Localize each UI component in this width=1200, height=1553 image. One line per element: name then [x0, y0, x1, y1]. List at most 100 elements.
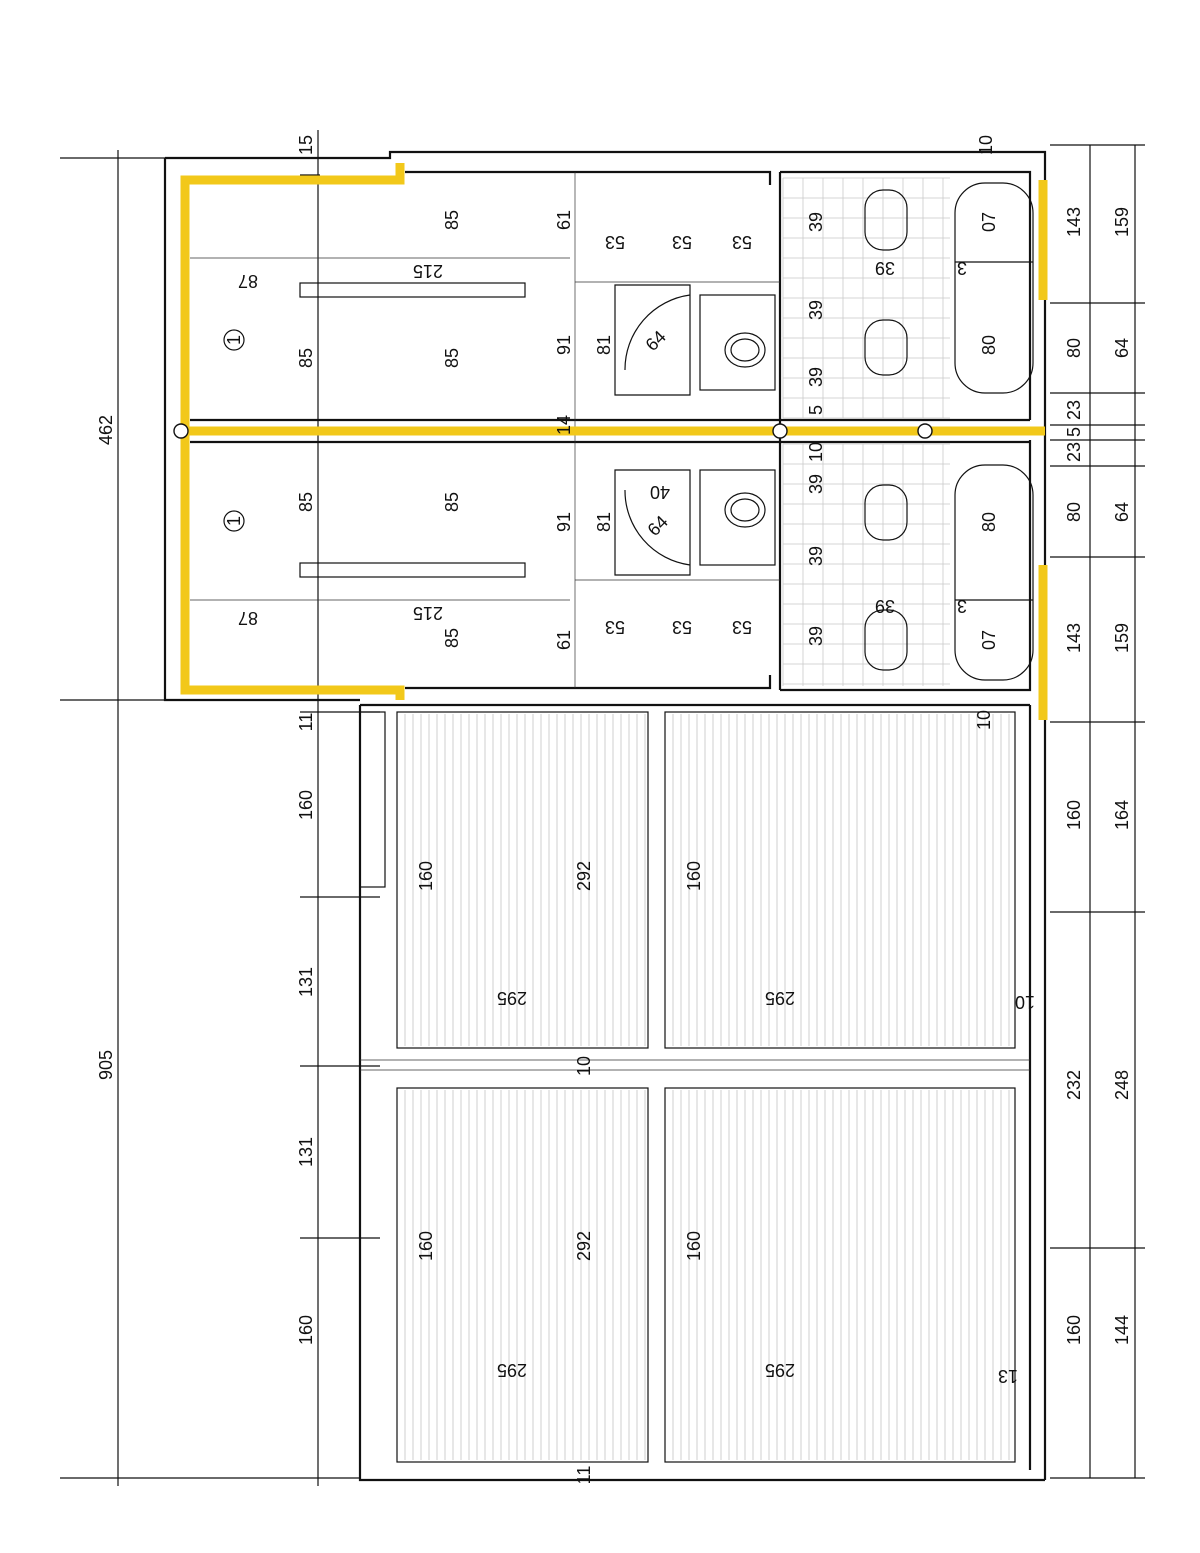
dim-label: 3 — [957, 596, 967, 616]
garage-bays — [396, 711, 1016, 1463]
garage-bay — [396, 1087, 649, 1463]
dim-label: 39 — [806, 626, 826, 646]
dim-label: 53 — [672, 232, 692, 252]
dim-label: 53 — [732, 617, 752, 637]
dim-label: 23 — [1064, 442, 1084, 462]
toilet-lower — [724, 492, 766, 528]
dim-label: 80 — [979, 335, 999, 355]
dim-label: 232 — [1064, 1070, 1084, 1100]
dimension-labels: 462 905 15 10 1 1 85 85 85 215 87 61 91 … — [96, 135, 1132, 1484]
dim-label: 85 — [442, 210, 462, 230]
dim-label: 11 — [296, 713, 316, 732]
dim-label: 292 — [574, 1231, 594, 1261]
dim-label: 131 — [296, 1137, 316, 1167]
dim-label: 39 — [875, 258, 895, 278]
fixtures-lower — [864, 464, 1034, 681]
dim-label: 53 — [732, 232, 752, 252]
dim-label: 248 — [1112, 1070, 1132, 1100]
bathroom-tiles-upper — [782, 177, 950, 419]
dim-label: 53 — [605, 232, 625, 252]
dim-label: 5 — [1064, 427, 1084, 437]
shower-upper — [614, 284, 776, 396]
dim-label: 5 — [806, 405, 826, 415]
dim-label: 295 — [765, 1360, 795, 1380]
dim-label: 85 — [296, 348, 316, 368]
dim-label: 87 — [238, 271, 258, 291]
dim-label: 13 — [998, 1366, 1018, 1386]
dim-label: 159 — [1112, 207, 1132, 237]
bathroom-tiles-lower — [782, 443, 950, 686]
dim-label: 80 — [979, 512, 999, 532]
dim-label: 292 — [574, 861, 594, 891]
dim-label: 160 — [684, 861, 704, 891]
dim-label: 295 — [765, 988, 795, 1008]
dim-label: 39 — [806, 367, 826, 387]
dim-label: 53 — [605, 617, 625, 637]
dim-label: 40 — [650, 482, 670, 502]
dim-label: 64 — [644, 512, 672, 540]
dim-label: 39 — [806, 546, 826, 566]
dim-label: 295 — [497, 1360, 527, 1380]
room-marker-upper: 1 — [224, 335, 244, 345]
highlighted-walls — [173, 163, 1048, 720]
dim-label: 07 — [979, 212, 999, 232]
dim-label: 143 — [1064, 207, 1084, 237]
dim-label: 23 — [1064, 400, 1084, 420]
dim-label: 07 — [979, 630, 999, 650]
dim-label: 160 — [1064, 800, 1084, 830]
dim-lower-height: 905 — [96, 1050, 116, 1080]
dim-label: 143 — [1064, 623, 1084, 653]
dim-label: 85 — [442, 628, 462, 648]
dim-label: 160 — [684, 1231, 704, 1261]
garage-bay — [664, 711, 1016, 1049]
dim-label: 10 — [806, 442, 826, 462]
dim-top-right: 10 — [976, 135, 996, 155]
dimension-lines-right — [1050, 144, 1145, 1479]
fixtures-upper — [864, 182, 1034, 394]
dim-label: 159 — [1112, 623, 1132, 653]
dim-label: 64 — [642, 327, 670, 355]
dim-label: 160 — [296, 790, 316, 820]
dim-label: 215 — [413, 261, 443, 281]
dim-label: 160 — [416, 861, 436, 891]
dim-label: 10 — [1015, 992, 1035, 1012]
dim-label: 39 — [806, 300, 826, 320]
dim-label: 53 — [672, 617, 692, 637]
dim-label: 10 — [974, 710, 994, 730]
dim-label: 39 — [806, 212, 826, 232]
dim-label: 80 — [1064, 502, 1084, 522]
dim-label: 160 — [296, 1315, 316, 1345]
garage-bay — [396, 711, 649, 1049]
dim-label: 61 — [554, 630, 574, 650]
dim-label: 39 — [806, 474, 826, 494]
dimension-lines-left — [60, 130, 390, 1486]
dim-label: 85 — [442, 348, 462, 368]
garage-bay — [664, 1087, 1016, 1463]
garage-walls — [358, 703, 1045, 1482]
dim-label: 80 — [1064, 338, 1084, 358]
shower-lower — [614, 469, 776, 576]
room-marker-lower: 1 — [224, 516, 244, 526]
dim-label: 160 — [1064, 1315, 1084, 1345]
dim-label: 295 — [497, 988, 527, 1008]
dim-label: 64 — [1112, 338, 1132, 358]
dim-label: 3 — [957, 258, 967, 278]
dim-label: 91 — [554, 335, 574, 355]
dim-label: 39 — [875, 596, 895, 616]
dim-label: 160 — [416, 1231, 436, 1261]
dim-label: 215 — [413, 603, 443, 623]
dim-label: 131 — [296, 967, 316, 997]
dim-label: 85 — [296, 492, 316, 512]
dim-label: 81 — [594, 512, 614, 532]
toilet-upper — [724, 332, 766, 368]
dim-upper-height: 462 — [96, 415, 116, 445]
dim-label: 10 — [574, 1056, 594, 1076]
dim-label: 144 — [1112, 1315, 1132, 1345]
dim-label: 61 — [554, 210, 574, 230]
dim-top-wall: 15 — [296, 135, 316, 155]
dim-label: 81 — [594, 335, 614, 355]
dim-label: 164 — [1112, 800, 1132, 830]
dim-label: 64 — [1112, 502, 1132, 522]
dim-label: 14 — [554, 415, 574, 435]
